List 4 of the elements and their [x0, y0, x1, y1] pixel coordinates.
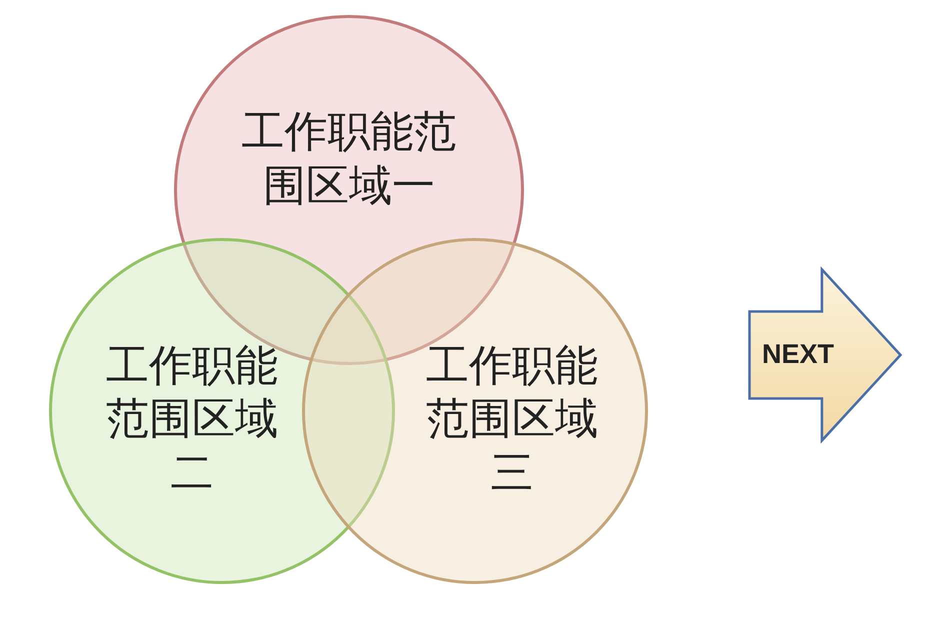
circle-label: 工作职能范围区域一 [240, 106, 458, 213]
circle-label: 工作职能范围区域二 [105, 340, 279, 500]
circle-label: 工作职能范围区域三 [425, 340, 599, 500]
arrow-label: NEXT [762, 338, 834, 371]
